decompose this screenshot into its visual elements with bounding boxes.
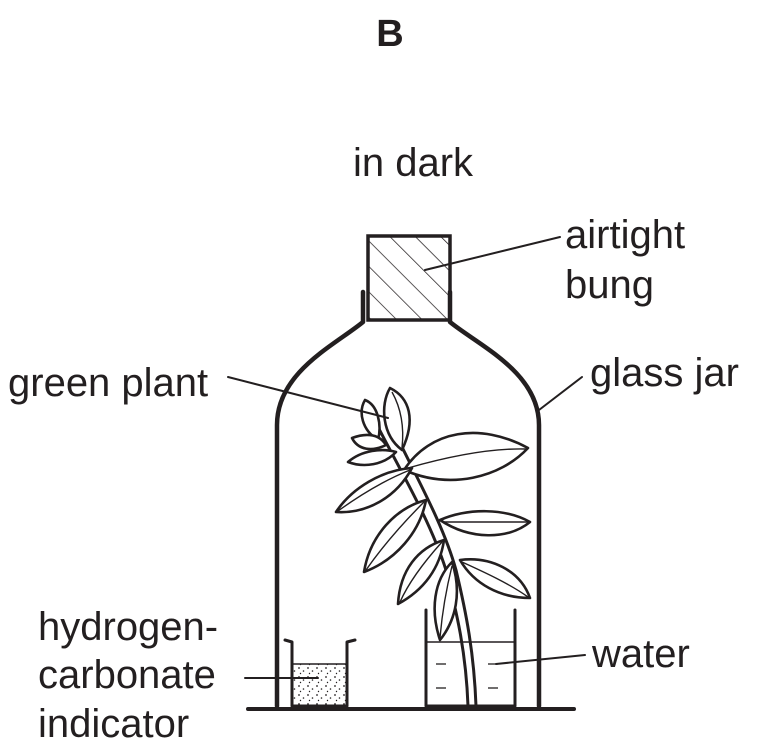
plant-leaf-small-left	[350, 433, 388, 451]
water-leader	[495, 654, 586, 665]
plant-leaf-upper-left	[334, 466, 414, 514]
plant-leaf-mid-left	[346, 448, 398, 467]
glass-jar	[274, 289, 542, 709]
indicator-label-line3: indicator	[38, 702, 189, 744]
indicator-liquid	[292, 664, 347, 706]
condition-label: in dark	[353, 141, 474, 185]
water-tube-outline	[424, 608, 517, 708]
beaker-outline	[283, 638, 357, 708]
figure-label: B	[376, 13, 403, 55]
plant-leaf-left	[362, 498, 428, 574]
plant-leaf-lower-center	[433, 560, 459, 642]
bung-label-line1: airtight	[565, 213, 685, 257]
indicator-beaker	[283, 638, 357, 708]
plant-leaf-upper-right	[402, 431, 530, 482]
leader-lines	[227, 236, 586, 679]
plant-leaf-lower-right	[458, 558, 532, 600]
plant-leaf-lower-left	[396, 538, 446, 606]
plant-leaf-top	[382, 386, 411, 452]
jar-label: glass jar	[590, 351, 739, 395]
green-plant	[334, 386, 532, 708]
indicator-label-line2: carbonate	[38, 653, 216, 697]
indicator-label-line1: hydrogen-	[38, 605, 218, 649]
bung-label-line2: bung	[565, 263, 654, 307]
plant-label: green plant	[8, 361, 208, 405]
airtight-bung	[366, 234, 452, 322]
plant-leaf-right	[438, 509, 532, 537]
plant-leader	[227, 376, 389, 419]
water-label: water	[591, 632, 690, 676]
jar-leader	[538, 376, 583, 411]
bung-leader	[424, 236, 561, 271]
